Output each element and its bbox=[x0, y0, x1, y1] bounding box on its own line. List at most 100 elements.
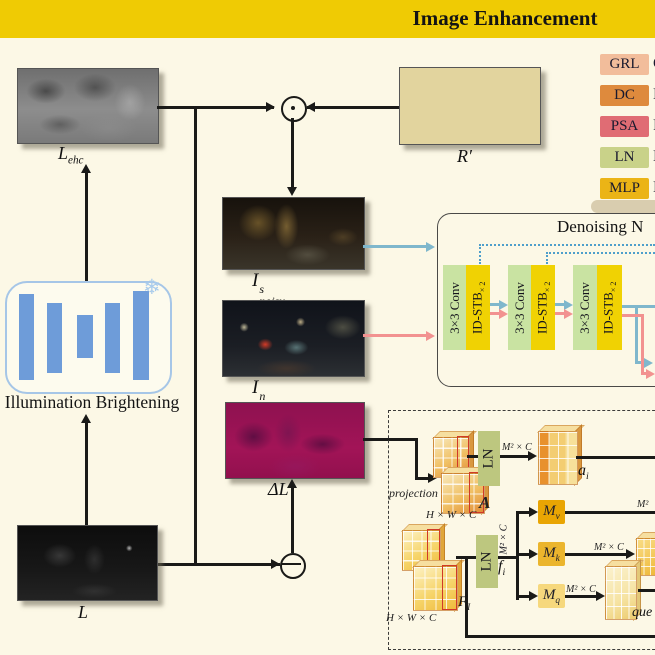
connector-mv-out bbox=[565, 511, 655, 514]
label-m2c-rot: M² × C bbox=[498, 524, 510, 554]
connector-deltal-out bbox=[363, 438, 417, 441]
arrowhead-blue bbox=[426, 242, 435, 252]
mq-projection-box: Mq bbox=[538, 584, 565, 608]
arrowhead bbox=[81, 164, 91, 173]
label-l: L bbox=[78, 602, 89, 622]
arrowhead-blue bbox=[644, 358, 653, 368]
connector-A-to-LN bbox=[467, 455, 478, 458]
label-hwc-top: H × W × C bbox=[426, 509, 477, 521]
decoder-bar-2 bbox=[133, 291, 149, 380]
title-banner bbox=[0, 0, 655, 38]
legend-chip-mlp: MLP bbox=[600, 178, 649, 199]
feature-cube-A-front bbox=[440, 466, 492, 515]
legend-chip-partial bbox=[591, 200, 655, 213]
arrowhead bbox=[596, 591, 605, 601]
path-blue-2-3 bbox=[555, 303, 567, 306]
subtract-operator bbox=[280, 553, 306, 579]
label-m2c-top: M² × C bbox=[502, 442, 532, 453]
image-l bbox=[17, 525, 158, 601]
connector-multiply-to-isnoisy bbox=[291, 118, 294, 190]
arrowhead bbox=[428, 473, 437, 483]
connector-illum-to-lehc bbox=[85, 170, 88, 281]
token-cube-ai bbox=[537, 424, 585, 486]
legend-text-ln: L bbox=[653, 148, 655, 166]
arrowhead bbox=[529, 549, 538, 559]
skip-connection-dotted-2 bbox=[546, 252, 655, 254]
figure-title: Image Enhancement bbox=[412, 6, 598, 30]
denoising-network-box bbox=[437, 213, 655, 387]
legend-text-dc: D bbox=[653, 86, 655, 104]
conv-block-1: 3×3 Conv bbox=[443, 265, 466, 350]
idstb-block-1: ID-STB× 2 bbox=[466, 265, 490, 350]
connector-mk-out bbox=[565, 553, 629, 556]
arrowhead bbox=[529, 591, 538, 601]
image-i-n-noisy bbox=[222, 300, 365, 377]
connector-branch-to-mq bbox=[516, 595, 531, 598]
connector-lehc-branch-down bbox=[194, 106, 197, 565]
connector-subtract-to-deltal bbox=[291, 484, 294, 553]
image-i-s-noisy bbox=[222, 197, 365, 270]
arrowhead-blue bbox=[499, 300, 508, 310]
path-red-out bbox=[622, 314, 644, 317]
connector-l-to-subtract bbox=[157, 563, 280, 566]
arrowhead bbox=[81, 414, 91, 423]
layernorm-1: LN bbox=[478, 431, 500, 486]
connector-query-out bbox=[638, 589, 655, 592]
connector-identity-drop bbox=[465, 556, 468, 637]
arrowhead-blue bbox=[564, 300, 573, 310]
path-blue-1-2 bbox=[490, 303, 502, 306]
connector-identity-bottom bbox=[465, 635, 655, 638]
label-ai: ai bbox=[578, 462, 589, 483]
label-mv-out: M² bbox=[637, 499, 649, 510]
connector-l-to-illum bbox=[85, 420, 88, 525]
skip-connection-dotted-1-drop bbox=[479, 244, 481, 264]
arrowhead bbox=[528, 451, 537, 461]
label-r-prime: R′ bbox=[457, 146, 472, 166]
label-projection: projection bbox=[389, 486, 438, 500]
branch-vertical bbox=[516, 512, 519, 600]
frozen-snowflake-icon: ❄ bbox=[143, 275, 161, 299]
mk-projection-box: Mk bbox=[538, 542, 565, 566]
path-red-1-2 bbox=[490, 312, 502, 315]
idstb-block-2: ID-STB× 2 bbox=[531, 265, 555, 350]
arrowhead bbox=[287, 187, 297, 196]
feature-cube-FI-front bbox=[412, 559, 465, 612]
path-isnoisy-to-denoiser bbox=[363, 245, 430, 248]
bottleneck-bar bbox=[77, 315, 93, 358]
image-delta-l bbox=[225, 402, 365, 479]
connector-deltal-into-cube bbox=[415, 477, 430, 480]
conv-block-2: 3×3 Conv bbox=[508, 265, 531, 350]
connector-rprime-to-multiply bbox=[307, 106, 399, 109]
label-l-ehc: Lehc bbox=[58, 143, 84, 167]
legend-chip-dc: DC bbox=[600, 85, 649, 106]
arrowhead-red bbox=[564, 309, 573, 319]
arrowhead bbox=[266, 102, 275, 112]
mv-projection-box: Mv bbox=[538, 500, 565, 524]
path-red-2-3 bbox=[555, 312, 567, 315]
legend-text-psa: P bbox=[653, 117, 655, 135]
encoder-bar-2 bbox=[47, 303, 62, 373]
idstb-block-3: ID-STB× 2 bbox=[597, 265, 622, 350]
arrowhead bbox=[271, 559, 280, 569]
arrowhead bbox=[626, 549, 635, 559]
legend-chip-psa: PSA bbox=[600, 116, 649, 137]
legend-text-grl: G bbox=[653, 55, 655, 73]
path-blue-out-drop bbox=[635, 305, 638, 363]
attention-module-box bbox=[388, 410, 655, 650]
arrowhead bbox=[306, 102, 315, 112]
layernorm-2: LN bbox=[476, 535, 498, 588]
arrowhead bbox=[529, 507, 538, 517]
label-mq-out: M² × C bbox=[566, 584, 596, 595]
legend-chip-ln: LN bbox=[600, 147, 649, 168]
skip-connection-dotted-2-drop bbox=[546, 252, 548, 264]
label-hwc-bottom: H × W × C bbox=[386, 612, 437, 624]
label-delta-l: ΔL bbox=[268, 479, 289, 499]
label-FI: FI bbox=[458, 594, 471, 613]
illumination-brightening-label: Illumination Brightening bbox=[4, 392, 180, 412]
decoder-bar-1 bbox=[105, 303, 120, 373]
skip-connection-dotted-1 bbox=[479, 244, 655, 246]
connector-deltal-drop bbox=[415, 438, 418, 479]
connector-mq-out bbox=[565, 595, 601, 598]
connector-LN-to-ai bbox=[500, 455, 530, 458]
